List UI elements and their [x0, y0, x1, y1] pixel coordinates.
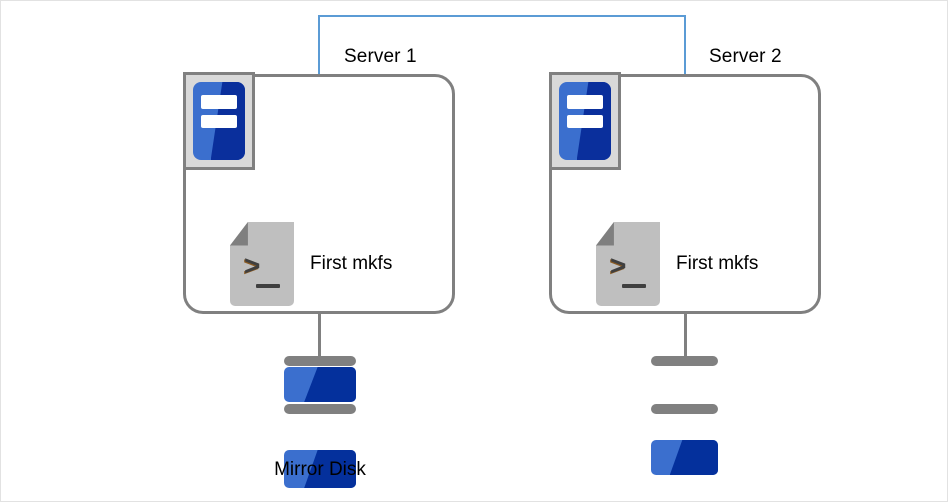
- terminal-script-icon: >: [230, 222, 294, 306]
- server-icon-bar-bottom: [201, 114, 237, 128]
- server1-disk-platter-1: [284, 367, 356, 402]
- server-icon-bar-top: [567, 95, 603, 109]
- server2-task-row: > First mkfs: [596, 222, 758, 306]
- server2-disk-platter-1: [651, 440, 718, 475]
- server2-label: Server 2: [709, 46, 782, 67]
- prompt-chevron-icon: >: [610, 250, 627, 281]
- server2-disk-connector: [684, 314, 687, 360]
- server-icon-body: [559, 82, 611, 160]
- disk-platter-shade: [304, 367, 356, 402]
- server-icon-bar-top: [201, 95, 237, 109]
- prompt-chevron-icon: >: [244, 250, 261, 281]
- server1-task-row: > First mkfs: [230, 222, 392, 306]
- server-icon-body: [193, 82, 245, 160]
- server2-disk-plate-mid: [651, 404, 718, 414]
- server1-label: Server 1: [344, 46, 417, 67]
- file-fold-corner: [230, 222, 248, 246]
- terminal-script-icon: >: [596, 222, 660, 306]
- network-link-drop-server2: [684, 15, 686, 75]
- disk-platter-shade: [669, 440, 718, 475]
- network-link-drop-server1: [318, 15, 320, 75]
- server2-server-icon: [549, 72, 621, 170]
- server2-task-label: First mkfs: [676, 253, 759, 274]
- server1-disk-connector: [318, 314, 321, 360]
- prompt-cursor-icon: [256, 284, 280, 288]
- network-link-horizontal: [318, 15, 686, 17]
- file-fold-corner: [596, 222, 614, 246]
- server1-disk-plate-top: [284, 356, 356, 366]
- server1-disk-platter-2: [284, 450, 356, 488]
- prompt-cursor-icon: [622, 284, 646, 288]
- server-icon-bar-bottom: [567, 114, 603, 128]
- server1-disk-plate-mid: [284, 404, 356, 414]
- server2-disk-plate-top: [651, 356, 718, 366]
- server1-task-label: First mkfs: [310, 253, 393, 274]
- server1-disk-label: Mirror Disk: [274, 459, 366, 480]
- server1-server-icon: [183, 72, 255, 170]
